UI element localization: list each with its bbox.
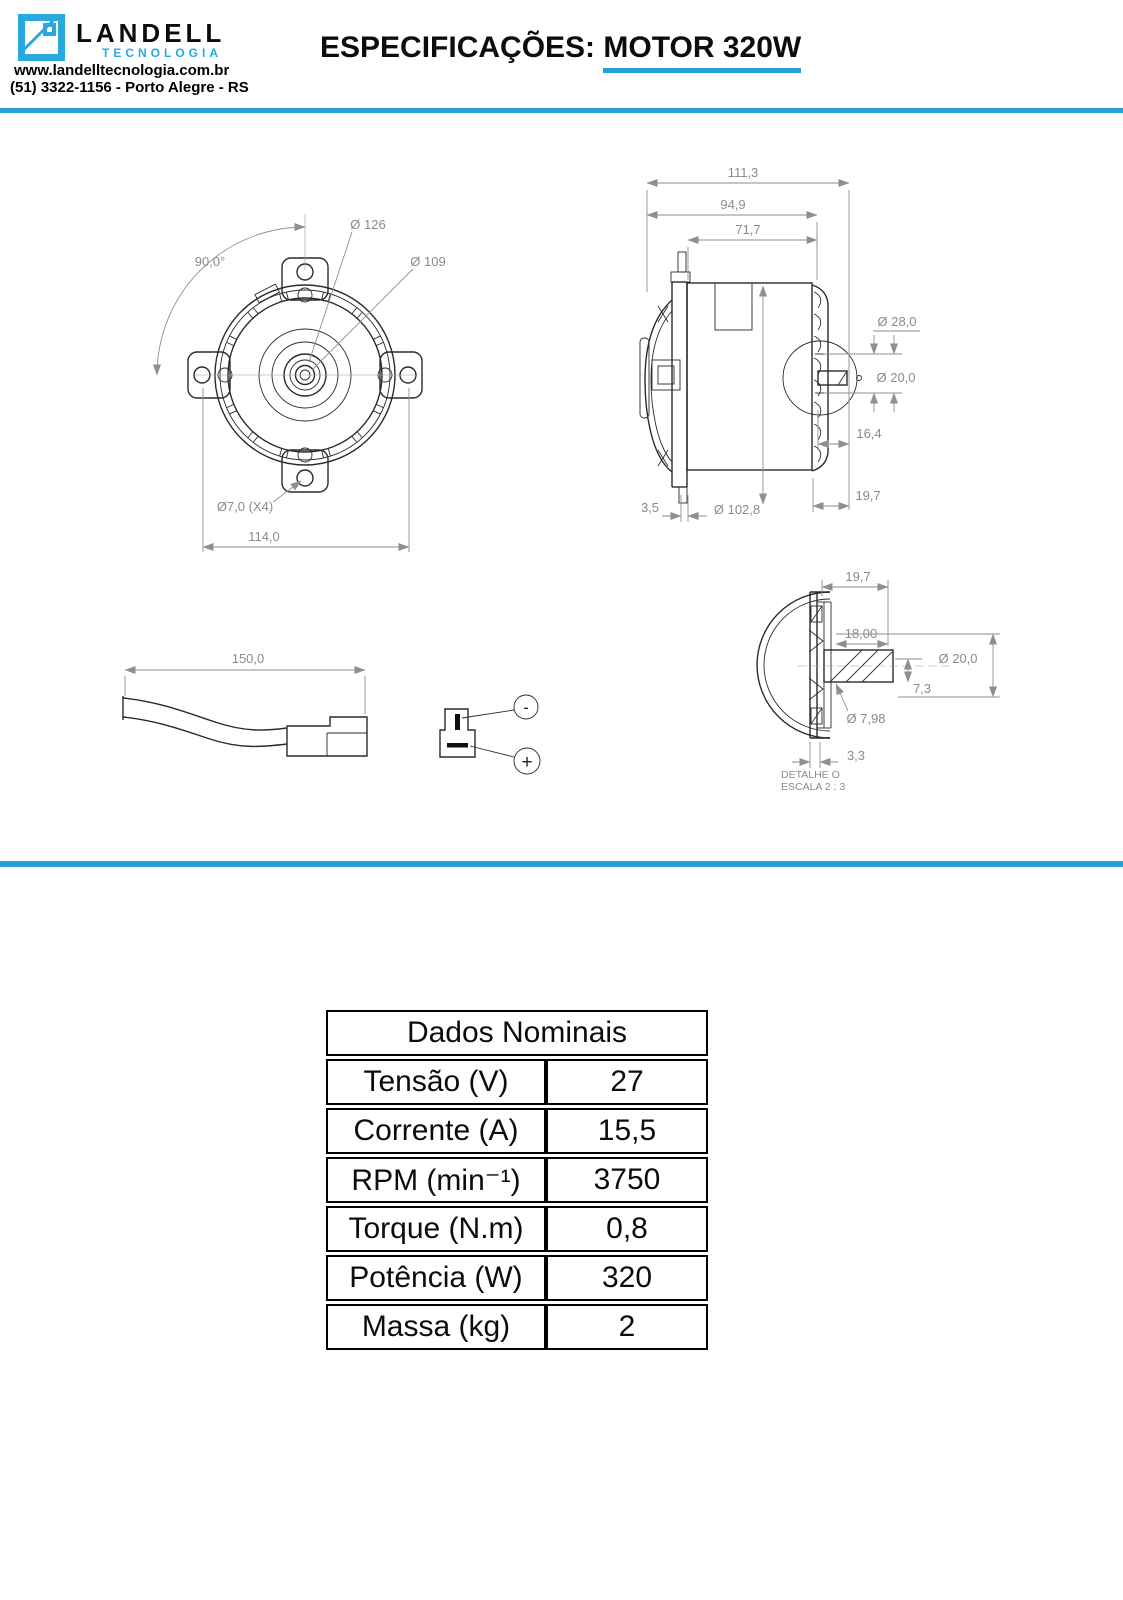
dim-length-3: 71,7 xyxy=(735,222,760,237)
dim-body-dia: Ø 102,8 xyxy=(714,502,760,517)
table-row: Corrente (A) 15,5 xyxy=(326,1108,708,1154)
dim-outer-dia: Ø 126 xyxy=(350,217,385,232)
plus-label: + xyxy=(521,752,532,773)
landell-logo-icon xyxy=(18,14,65,61)
detail-dim-18: 18,00 xyxy=(845,626,878,641)
dim-flange-thk: 3,5 xyxy=(641,500,659,515)
detail-view-dimensions: 19,7 18,00 Ø 20,0 7,3 Ø 7,98 3,3 DETALHE… xyxy=(781,569,1000,793)
header-divider-rule xyxy=(0,108,1123,113)
dim-shaft-total: 19,7 xyxy=(855,488,880,503)
detail-dim-197: 19,7 xyxy=(845,569,870,584)
dim-shaft-dia: Ø 20,0 xyxy=(876,370,915,385)
row-label: Potência (W) xyxy=(326,1255,546,1301)
row-value: 2 xyxy=(546,1304,708,1350)
dim-shaft-len: 16,4 xyxy=(856,426,881,441)
logo-subtitle: TECNOLOGIA xyxy=(102,46,222,60)
dim-width: 114,0 xyxy=(248,529,280,544)
front-view-dimensions: 90,0° Ø 126 Ø 109 Ø7,0 (X4) 114,0 xyxy=(153,217,446,552)
table-header-row: Dados Nominais xyxy=(326,1010,708,1056)
row-label: Tensão (V) xyxy=(326,1059,546,1105)
cable-view: 150,0 xyxy=(122,651,368,757)
logo-name: LANDELL xyxy=(76,18,226,48)
table-title: Dados Nominais xyxy=(326,1010,708,1056)
row-label: Torque (N.m) xyxy=(326,1206,546,1252)
nominal-data-table: Dados Nominais Tensão (V) 27 Corrente (A… xyxy=(326,1010,708,1353)
title-prefix: ESPECIFICAÇÕES: xyxy=(320,31,604,64)
row-label: Massa (kg) xyxy=(326,1304,546,1350)
detail-dim-20: Ø 20,0 xyxy=(938,651,977,666)
dim-angle: 90,0° xyxy=(195,254,226,269)
row-value: 3750 xyxy=(546,1157,708,1203)
dim-inner-dia: Ø 109 xyxy=(410,254,445,269)
detail-dim-798: Ø 7,98 xyxy=(846,711,885,726)
side-view: 111,3 94,9 71,7 Ø 28,0 Ø 20,0 16,4 19, xyxy=(639,165,920,522)
title-model: MOTOR 320W xyxy=(603,31,802,73)
front-view: 90,0° Ø 126 Ø 109 Ø7,0 (X4) 114,0 xyxy=(153,214,446,552)
minus-label: - xyxy=(523,698,529,717)
detail-caption-1: DETALHE O xyxy=(781,769,840,781)
detail-dim-33: 3,3 xyxy=(847,748,865,763)
table-row: Torque (N.m) 0,8 xyxy=(326,1206,708,1252)
table-row: Potência (W) 320 xyxy=(326,1255,708,1301)
side-view-dimensions: 111,3 94,9 71,7 Ø 28,0 Ø 20,0 16,4 19, xyxy=(641,165,920,522)
connector-minus-pin xyxy=(455,714,460,730)
detail-caption-2: ESCALA 2 : 3 xyxy=(781,781,845,793)
page-title: ESPECIFICAÇÕES: MOTOR 320W xyxy=(320,31,802,73)
row-value: 15,5 xyxy=(546,1108,708,1154)
dim-length-2: 94,9 xyxy=(720,197,745,212)
section-divider-rule xyxy=(0,861,1123,867)
detail-dim-73: 7,3 xyxy=(913,681,931,696)
row-value: 320 xyxy=(546,1255,708,1301)
connector-detail: - + xyxy=(439,694,541,775)
technical-drawing: 90,0° Ø 126 Ø 109 Ø7,0 (X4) 114,0 xyxy=(122,165,1000,793)
dim-mount-hole: Ø7,0 (X4) xyxy=(217,499,273,514)
row-value: 0,8 xyxy=(546,1206,708,1252)
dim-total-length: 111,3 xyxy=(728,165,759,180)
dim-boss-dia: Ø 28,0 xyxy=(877,314,916,329)
dim-cable-length: 150,0 xyxy=(232,651,265,666)
logo-website: www.landelltecnologia.com.br xyxy=(14,62,230,79)
table-row: Tensão (V) 27 xyxy=(326,1059,708,1105)
logo-outer-square xyxy=(18,14,65,61)
row-label: Corrente (A) xyxy=(326,1108,546,1154)
detail-view: 19,7 18,00 Ø 20,0 7,3 Ø 7,98 3,3 DETALHE… xyxy=(756,569,1000,793)
table-row: Massa (kg) 2 xyxy=(326,1304,708,1350)
connector-plus-pin xyxy=(447,743,468,748)
table-row: RPM (min⁻¹) 3750 xyxy=(326,1157,708,1203)
logo-phone: (51) 3322-1156 - Porto Alegre - RS xyxy=(10,79,249,96)
row-label: RPM (min⁻¹) xyxy=(326,1157,546,1203)
row-value: 27 xyxy=(546,1059,708,1105)
logo-inner-square xyxy=(43,23,56,36)
